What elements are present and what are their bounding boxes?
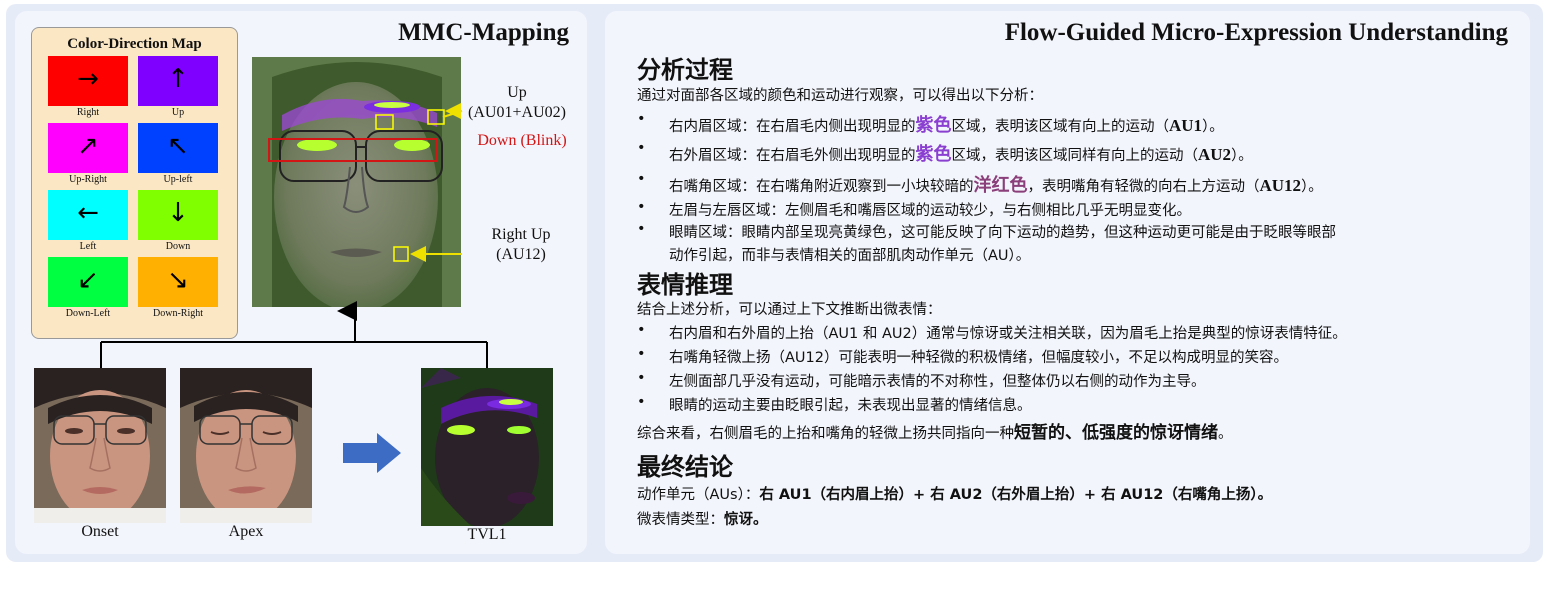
apex-frame-image [180,368,312,523]
r2-text: 右嘴角轻微上扬（AU12）可能表明一种轻微的积极情绪，但幅度较小，不足以构成明显… [669,350,1288,366]
au01-au02-label: (AU01+AU02) [468,104,566,121]
right-panel-title: Flow-Guided Micro-Expression Understandi… [1004,19,1508,46]
summary-pre: 综合来看，右侧眉毛的上抬和嘴角的轻微上扬共同指向一种 [637,426,1014,442]
color-swatch-up-right: ↗ [48,123,128,173]
conclusion-line1: 动作单元（AUs）：右 AU1（右内眉上抬）+ 右 AU2（右外眉上抬）+ 右 … [637,483,1272,504]
down-blink-label: Down (Blink) [477,132,567,149]
conclusion-line2: 微表情类型：惊讶。 [637,508,768,529]
b5-line2: 动作引起，而非与表情相关的面部肌肉动作单元（AU）。 [669,248,1031,264]
color-swatch-label: Left [79,241,97,252]
summary-bold: 短暂的、低强度的惊讶情绪 [1014,423,1218,443]
b1-end: ）。 [1202,119,1224,135]
mmc-mapping-title: MMC-Mapping [398,19,569,46]
color-swatch-down: ↓ [138,190,218,240]
color-swatch-down-left: ↙ [48,257,128,307]
color-swatch-label: Down-Right [153,308,203,319]
b2-highlight: 紫色 [915,144,952,165]
direction-arrow-icon: ↗ [77,131,99,161]
color-swatch-left: ← [48,190,128,240]
b1-text: 右内眉区域：在右眉毛内侧出现明显的 [669,119,916,135]
b3-mid: ，表明嘴角有轻微的向右上方运动（ [1027,179,1260,195]
color-swatch-label: Up-Right [69,174,107,185]
tvl1-flow-image [421,368,553,526]
color-swatch-label: Up-left [163,174,193,185]
direction-arrow-icon: ↓ [167,198,189,228]
b3-text: 右嘴角区域：在右嘴角附近观察到一小块较暗的 [669,179,974,195]
reasoning-heading: 表情推理 [637,271,733,299]
color-swatch-label: Up [171,107,185,118]
b5-line1: 眼睛区域：眼睛内部呈现亮黄绿色，这可能反映了向下运动的趋势，但这种运动更可能是由… [669,225,1336,241]
tvl1-label: TVL1 [467,526,507,543]
b1-au: AU1 [1169,116,1203,135]
direction-arrow-icon: ↙ [77,265,99,295]
reasoning-summary: 综合来看，右侧眉毛的上抬和嘴角的轻微上扬共同指向一种短暂的、低强度的惊讶情绪。 [637,418,1233,443]
b1-mid: 区域，表明该区域有向上的运动（ [951,119,1170,135]
color-swatch-label: Down [165,241,191,252]
flow-guided-panel: Flow-Guided Micro-Expression Understandi… [605,11,1530,554]
color-swatch-up-left: ↖ [138,123,218,173]
mmc-mapping-panel: MMC-Mapping Color-Direction Map → Right ↑ U… [15,11,587,554]
r1-text: 右内眉和右外眉的上抬（AU1 和 AU2）通常与惊讶或关注相关联，因为眉毛上抬是… [669,326,1347,342]
aus-label: 动作单元（AUs）： [637,487,760,503]
summary-end: 。 [1218,426,1233,442]
type-label: 微表情类型： [637,512,724,528]
mmc-flow-face-image [252,57,461,307]
color-swatch-up: ↑ [138,56,218,106]
b2-end: ）。 [1231,148,1253,164]
b2-mid: 区域，表明该区域同样有向上的运动（ [951,148,1199,164]
onset-frame-image [34,368,166,523]
au12-label: (AU12) [496,246,546,263]
direction-arrow-icon: ↖ [167,131,189,161]
b2-au: AU2 [1198,145,1232,164]
up-annotation: Up (AU01+AU02) [461,83,573,123]
r3-text: 左侧面部几乎没有运动，可能暗示表情的不对称性，但整体仍以右侧的动作为主导。 [669,374,1206,390]
up-label: Up [507,84,527,101]
color-swatch-down-right: ↘ [138,257,218,307]
color-direction-map: Color-Direction Map → Right ↑ Up ↗ Up-Right ↖ U… [31,27,238,339]
conclusion-heading: 最终结论 [637,453,733,481]
color-swatch-label: Down-Left [65,308,111,319]
aus-value: 右 AU1（右内眉上抬）+ 右 AU2（右外眉上抬）+ 右 AU12（右嘴角上扬… [759,487,1273,503]
r4-text: 眼睛的运动主要由眨眼引起，未表现出显著的情绪信息。 [669,398,1032,414]
color-swatch-label: Right [76,107,100,118]
type-value: 惊讶。 [724,512,768,528]
right-up-label: Right Up [491,226,551,243]
onset-label: Onset [81,523,119,540]
b3-au: AU12 [1259,176,1302,195]
b3-end: ）。 [1301,179,1323,195]
direction-arrow-icon: ↑ [167,64,189,94]
b4-text: 左眉与左唇区域：左侧眉毛和嘴唇区域的运动较少，与右侧相比几乎无明显变化。 [669,203,1191,219]
annotation-arrows [100,103,488,473]
color-map-title: Color-Direction Map [67,36,202,52]
color-swatch-right: → [48,56,128,106]
direction-arrow-icon: → [77,64,99,94]
direction-arrow-icon: ↘ [167,265,189,295]
right-up-annotation: Right Up (AU12) [465,225,577,265]
b3-highlight: 洋红色 [973,175,1028,196]
analysis-intro: 通过对面部各区域的颜色和运动进行观察，可以得出以下分析： [637,88,1043,104]
apex-label: Apex [228,523,264,540]
analysis-heading: 分析过程 [637,56,733,84]
b1-highlight: 紫色 [915,115,952,136]
direction-arrow-icon: ← [77,198,99,228]
b2-text: 右外眉区域：在右眉毛外侧出现明显的 [669,148,916,164]
reasoning-intro: 结合上述分析，可以通过上下文推断出微表情： [637,302,942,318]
